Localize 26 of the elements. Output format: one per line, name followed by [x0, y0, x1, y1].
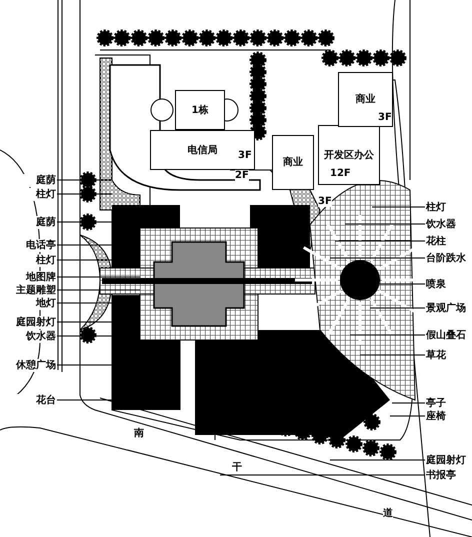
- building-outline: [338, 72, 393, 127]
- building-name: 商业: [283, 157, 303, 168]
- building-name: 商业: [356, 94, 376, 105]
- building-name: 开发区办公: [324, 150, 374, 160]
- leader-line: [360, 354, 426, 356]
- floor-label: 3F: [318, 196, 332, 207]
- road-name: 南: [134, 428, 144, 439]
- floor-label: 2F: [235, 170, 249, 181]
- floor-label: 3F: [378, 112, 392, 123]
- floor-label: 12F: [330, 168, 351, 179]
- leader-line: [334, 240, 426, 242]
- leader-line: [56, 276, 140, 278]
- building-outline: [318, 125, 380, 185]
- building-outline: [150, 130, 255, 170]
- leader-line: [56, 364, 112, 366]
- building-name: 电信局: [188, 144, 218, 156]
- leader-line: [350, 334, 426, 336]
- leader-line: [220, 474, 426, 476]
- leader-line: [372, 206, 426, 208]
- floor-label: 3F: [238, 150, 252, 161]
- leader-line: [392, 402, 426, 404]
- building-outline: [175, 90, 225, 130]
- building-outline: [272, 135, 314, 190]
- road-name: 干: [232, 462, 242, 473]
- road-name: 道: [383, 508, 393, 519]
- building-name: 1栋: [192, 104, 208, 116]
